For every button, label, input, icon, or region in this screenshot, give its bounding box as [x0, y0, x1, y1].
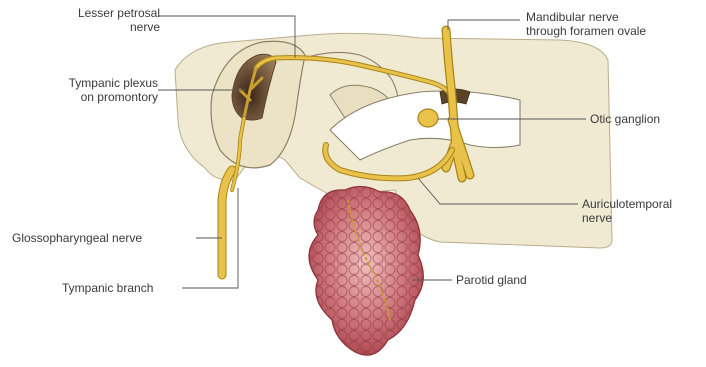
glossopharyngeal-nerve-fill: [222, 170, 232, 275]
leader-mandibular: [448, 20, 520, 30]
label-auriculotemporal-nerve: Auriculotemporal nerve: [582, 197, 700, 225]
label-lesser-petrosal-nerve: Lesser petrosal nerve: [44, 6, 160, 34]
parotid-gland: [309, 186, 423, 355]
label-glossopharyngeal-nerve: Glossopharyngeal nerve: [12, 231, 142, 245]
label-tympanic-branch: Tympanic branch: [62, 281, 153, 295]
label-mandibular-nerve: Mandibular nerve through foramen ovale: [526, 10, 696, 38]
label-parotid-gland: Parotid gland: [456, 273, 527, 287]
otic-ganglion: [418, 109, 438, 127]
label-tympanic-plexus: Tympanic plexus on promontory: [36, 76, 158, 104]
label-otic-ganglion: Otic ganglion: [590, 112, 660, 126]
